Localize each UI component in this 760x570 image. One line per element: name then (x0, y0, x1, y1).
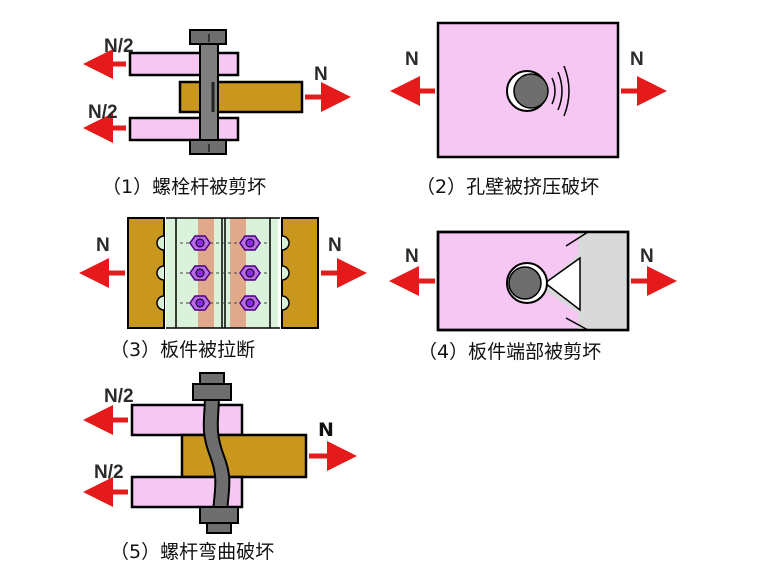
force-label: N (96, 235, 110, 256)
hole-notches (156, 235, 290, 311)
shear-wedge (543, 256, 581, 312)
caption-4: （4）板件端部被剪坏 (418, 341, 601, 363)
caption-5: （5）螺杆弯曲破坏 (110, 541, 274, 563)
force-label: N/2 (94, 462, 124, 483)
crush-line (557, 71, 563, 111)
caption-3: （3）板件被拉断 (110, 339, 255, 361)
bolt-icon (199, 41, 219, 153)
crush-line (551, 77, 556, 105)
fig2-bearing-failure: N N （2）孔壁被挤压破坏 (390, 21, 667, 198)
force-label: N (405, 49, 419, 70)
caption-2: （2）孔壁被挤压破坏 (416, 176, 599, 198)
force-label: N/2 (104, 386, 134, 407)
caption-1: （1）螺栓杆被剪坏 (102, 176, 266, 198)
top-cover-plate (130, 403, 244, 437)
fig1-bolt-shear: N/2 N/2 N （1）螺栓杆被剪坏 (83, 29, 351, 198)
force-label: N/2 (88, 102, 118, 123)
force-label: N (405, 246, 419, 267)
bolt-icon (513, 73, 549, 109)
fig5-bolt-bending: N/2 N/2 N （5）螺杆弯曲破坏 (83, 372, 357, 563)
force-label: N (318, 419, 334, 441)
bolt-icon (508, 266, 542, 300)
bottom-cover-plate (128, 116, 240, 142)
fig3-net-section-failure: N N （3）板件被拉断 (79, 217, 367, 361)
force-label: N (328, 235, 342, 256)
hex-nut-icon (192, 383, 232, 401)
force-label: N/2 (104, 36, 134, 57)
middle-plate (178, 80, 304, 114)
middle-plate (180, 433, 308, 479)
crush-line (563, 65, 570, 117)
force-label: N (640, 246, 654, 267)
splice-plate (175, 217, 271, 329)
top-cover-plate (128, 51, 240, 77)
force-label: N (314, 64, 328, 85)
hex-nut-icon (199, 506, 239, 524)
fig4-end-shear: N N （4）板件端部被剪坏 (389, 230, 677, 363)
force-label: N (630, 49, 644, 70)
